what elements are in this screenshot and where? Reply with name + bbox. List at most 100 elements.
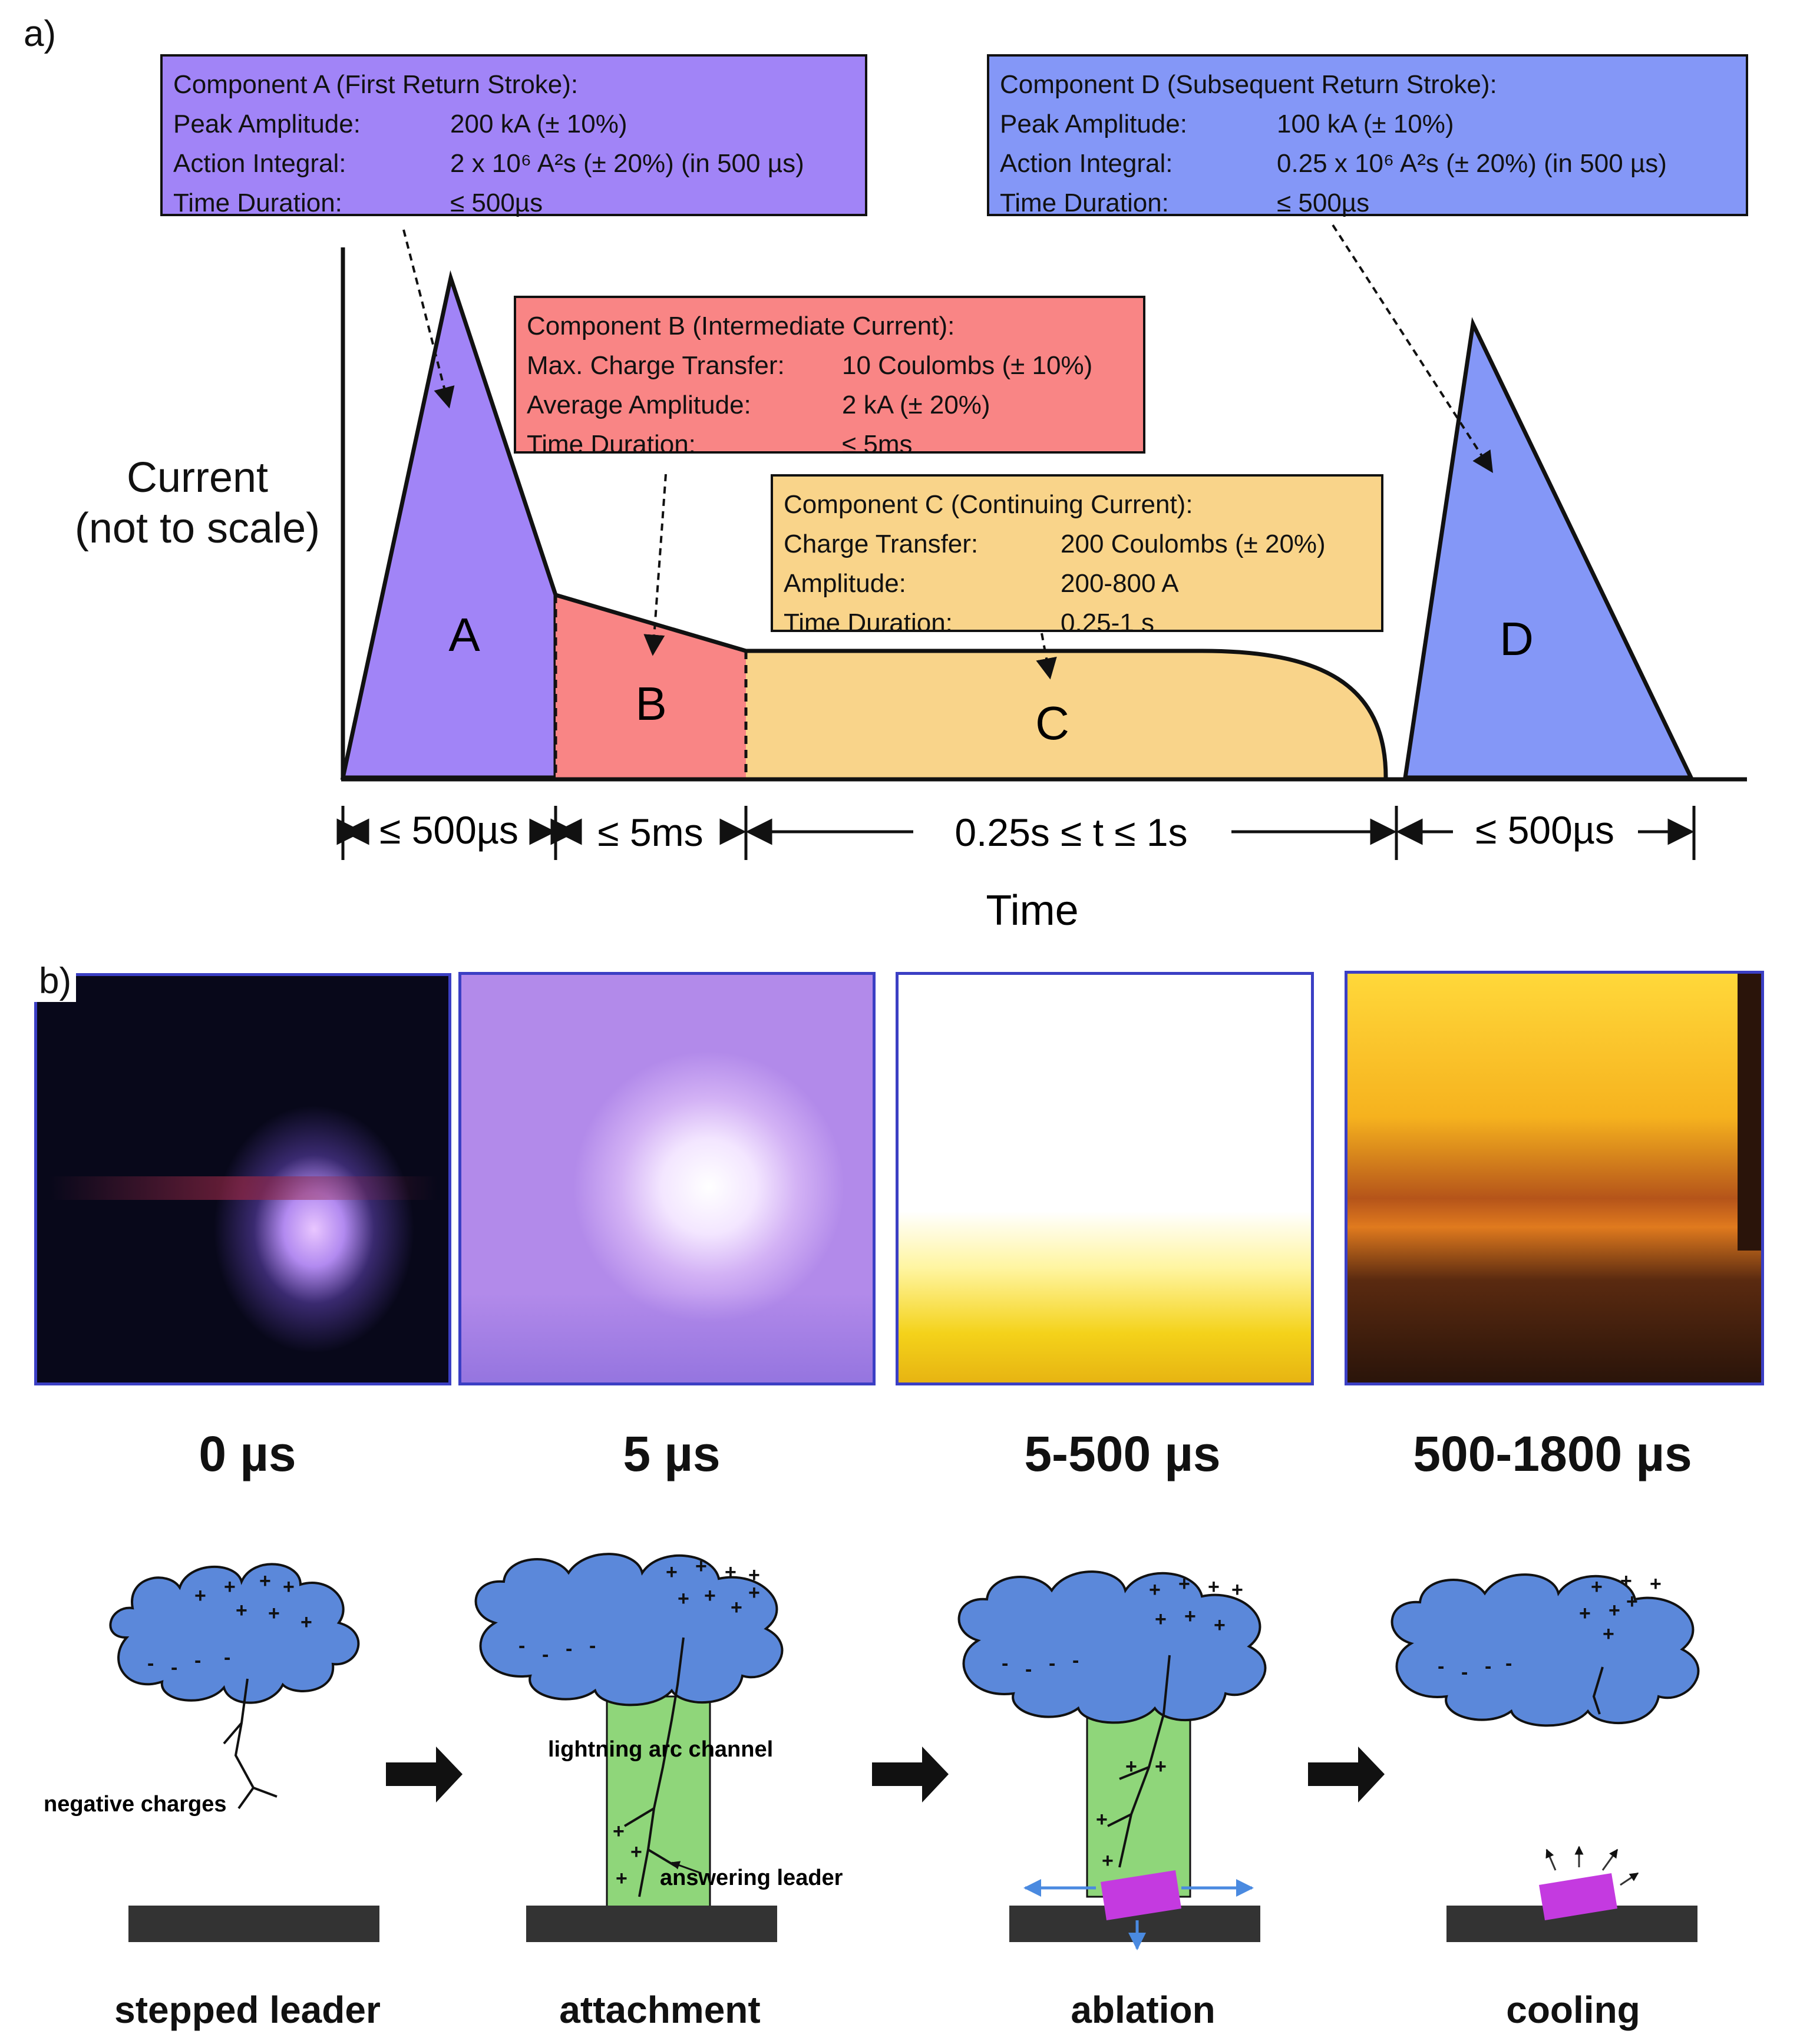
component-c-row: Charge Transfer: 200 Coulombs (± 20%) [784, 524, 1370, 564]
svg-text:+: + [1650, 1573, 1662, 1595]
svg-text:+: + [194, 1585, 206, 1607]
waveform-outline [555, 593, 1388, 778]
time-label-0us: 0 µs [199, 1426, 296, 1481]
component-b-key: Time Duration: [527, 430, 696, 459]
component-a-value: 200 kA (± 10%) [450, 110, 627, 138]
component-a-key: Peak Amplitude: [173, 110, 361, 138]
photo-500-1800us-edge [1738, 974, 1761, 1251]
arc-bolt [1107, 1655, 1171, 1868]
arrow-b-pointer [643, 474, 667, 656]
component-b-box: Component B (Intermediate Current): Max.… [514, 296, 1145, 459]
svg-text:-: - [194, 1649, 201, 1672]
component-b-row: Average Amplitude:2 kA (± 20%) [527, 385, 1132, 425]
duration-a: ≤ 500µs [379, 808, 518, 852]
component-c-value: 200 Coulombs (± 20%) [1061, 530, 1326, 558]
svg-text:+: + [613, 1820, 625, 1843]
region-c-shape [746, 651, 1386, 778]
component-b-row: Max. Charge Transfer:10 Coulombs (± 10%) [527, 346, 1132, 385]
ablation-debris [1101, 1870, 1181, 1920]
svg-text:+: + [725, 1561, 736, 1583]
svg-text:-: - [542, 1643, 549, 1666]
component-a-box: Component A (First Return Stroke): Peak … [160, 54, 867, 217]
cloud-icon [1391, 1573, 1700, 1727]
y-axis-label-line1: Current [126, 454, 269, 501]
component-d-key: Peak Amplitude: [1000, 110, 1187, 138]
svg-text:+: + [1620, 1570, 1632, 1592]
stage-attachment: ++++ ++++ ---- +++ [474, 1553, 784, 1942]
svg-text:+: + [1579, 1602, 1591, 1625]
photo-0us [34, 973, 451, 1385]
svg-text:+: + [1125, 1755, 1137, 1778]
stage-stepped-leader: ++++ +++ ---- [109, 1563, 379, 1942]
component-b-key: Average Amplitude: [527, 391, 751, 419]
arrow-c-pointer [1036, 633, 1057, 680]
component-d-key: Time Duration: [1000, 188, 1169, 217]
lightning-stage-illustrations: ++++ +++ ---- negative charges ++++ ++++… [44, 1553, 1700, 1950]
component-c-key: Time Duration: [784, 608, 953, 637]
cloud-icon [474, 1553, 784, 1706]
svg-text:-: - [171, 1656, 177, 1679]
svg-text:+: + [1626, 1590, 1638, 1613]
region-a-letter: A [448, 608, 480, 661]
component-c-value: 0.25-1 s [1061, 608, 1154, 637]
stage-ablation: ++++ +++ ---- ++++ [957, 1570, 1267, 1950]
cloud-icon [109, 1563, 360, 1704]
svg-text:-: - [147, 1652, 154, 1675]
arrow-a-pointer [402, 229, 455, 409]
svg-text:+: + [224, 1576, 236, 1598]
component-a-row: Peak Amplitude: 200 kA (± 10%) [173, 104, 854, 144]
region-b-letter: B [635, 677, 666, 730]
y-axis-label: Current (not to scale) [59, 452, 336, 554]
svg-text:+: + [283, 1576, 295, 1598]
ground-plate [526, 1906, 777, 1942]
cloud-icon [957, 1570, 1267, 1724]
time-label-5-500us: 5-500 µs [1024, 1426, 1221, 1481]
component-d-title: Component D (Subsequent Return Stroke): [1000, 70, 1497, 99]
duration-c: 0.25s ≤ t ≤ 1s [955, 811, 1187, 854]
duration-b: ≤ 5ms [597, 811, 703, 854]
component-b-value: ≤ 5ms [842, 430, 913, 459]
current-waveform: A B C D ≤ 500µs ≤ 5ms 0.25s ≤ t ≤ 1s ≤ 5… [336, 224, 1747, 934]
component-a-key: Time Duration: [173, 188, 342, 217]
ground-plate [128, 1906, 379, 1942]
svg-text:+: + [259, 1570, 271, 1592]
svg-text:+: + [630, 1841, 642, 1863]
region-d-letter: D [1500, 613, 1534, 665]
svg-text:+: + [1603, 1623, 1614, 1645]
svg-text:+: + [1591, 1576, 1603, 1598]
component-d-value: ≤ 500µs [1277, 188, 1370, 217]
answering-leader-pointer [671, 1861, 702, 1874]
component-b-title: Component B (Intermediate Current): [527, 312, 955, 340]
component-c-row: Time Duration: 0.25-1 s [784, 603, 1370, 643]
svg-text:+: + [1155, 1755, 1167, 1778]
component-b-value: 10 Coulombs (± 10%) [842, 351, 1093, 380]
svg-text:-: - [1072, 1649, 1079, 1672]
svg-text:+: + [236, 1599, 247, 1622]
svg-text:+: + [1208, 1576, 1220, 1598]
svg-text:-: - [1438, 1655, 1444, 1678]
arc-channel [606, 1695, 711, 1910]
residual-bolt [1592, 1666, 1604, 1715]
svg-text:-: - [518, 1635, 525, 1657]
photo-5us [458, 972, 876, 1385]
svg-text:+: + [1155, 1608, 1167, 1630]
component-c-title: Component C (Continuing Current): [784, 490, 1193, 519]
component-a-value: 2 x 10⁶ A²s (± 20%) (in 500 µs) [450, 149, 804, 178]
svg-text:-: - [589, 1635, 596, 1657]
component-c-key: Charge Transfer: [784, 530, 979, 558]
component-d-row: Action Integral:0.25 x 10⁶ A²s (± 20%) (… [1000, 144, 1735, 183]
panel-b-label: b) [34, 960, 77, 1002]
svg-text:+: + [1149, 1579, 1161, 1601]
stage-label-ablation: ablation [1071, 1989, 1216, 2031]
svg-text:+: + [1184, 1605, 1196, 1628]
svg-text:+: + [748, 1582, 760, 1604]
svg-text:+: + [678, 1587, 689, 1610]
svg-text:+: + [731, 1596, 742, 1619]
region-d-shape [1402, 317, 1695, 780]
stage-cooling: +++ ++++ ---- [1391, 1570, 1700, 1942]
photo-5-500us [896, 972, 1314, 1385]
component-d-box: Component D (Subsequent Return Stroke): … [987, 54, 1748, 217]
svg-text:-: - [1485, 1655, 1491, 1678]
arc-channel-annotation: lightning arc channel [548, 1737, 773, 1762]
svg-text:+: + [666, 1561, 678, 1583]
